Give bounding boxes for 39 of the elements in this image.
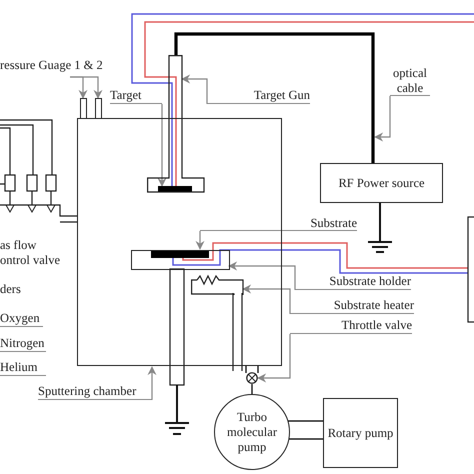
pump-circle: Turbo molecular pump xyxy=(214,394,290,470)
callout-text: Substrate holder xyxy=(295,274,411,290)
label-text: Oxygen xyxy=(0,311,43,327)
callout-text: Target xyxy=(110,88,162,104)
leader-line xyxy=(181,74,208,104)
power-source-box: RF Power source xyxy=(320,163,443,203)
callout-text: Substrate xyxy=(200,216,357,231)
callout-text: Sputtering chamber xyxy=(38,384,152,400)
valve-symbol xyxy=(246,372,258,384)
target-plate xyxy=(158,186,192,192)
label-text: Nitrogen xyxy=(0,336,46,352)
pipe xyxy=(287,420,324,440)
target-gun xyxy=(147,55,205,193)
pipe xyxy=(245,365,259,374)
callout-text: Target Gun xyxy=(207,88,310,104)
leader-line xyxy=(70,76,102,99)
gauge-port xyxy=(95,98,102,119)
leader-line xyxy=(228,262,296,290)
leader-line xyxy=(148,366,156,400)
pipe xyxy=(251,384,253,394)
callout-text: Substrate heater xyxy=(290,298,414,314)
chamber-outline xyxy=(77,118,282,366)
substrate-plate xyxy=(151,251,209,258)
leader-line xyxy=(158,104,166,187)
leader-line xyxy=(374,96,391,142)
pump-box: Rotary pump xyxy=(323,398,398,468)
label-text: ders xyxy=(0,282,22,297)
cable xyxy=(174,32,375,163)
gauge-port xyxy=(80,98,87,119)
callout-text: ressure Guage 1 & 2 xyxy=(0,58,112,77)
leader-line xyxy=(196,231,204,250)
leader-line xyxy=(257,334,291,382)
callout-text: optical cable xyxy=(390,66,430,96)
label-text: Helium xyxy=(0,360,46,376)
substrate-holder xyxy=(131,250,230,270)
label-text: as flow ontrol valve xyxy=(0,238,62,268)
heater-coil xyxy=(191,275,244,295)
callout-text: Throttle valve xyxy=(290,318,412,334)
leader-line xyxy=(242,284,291,314)
